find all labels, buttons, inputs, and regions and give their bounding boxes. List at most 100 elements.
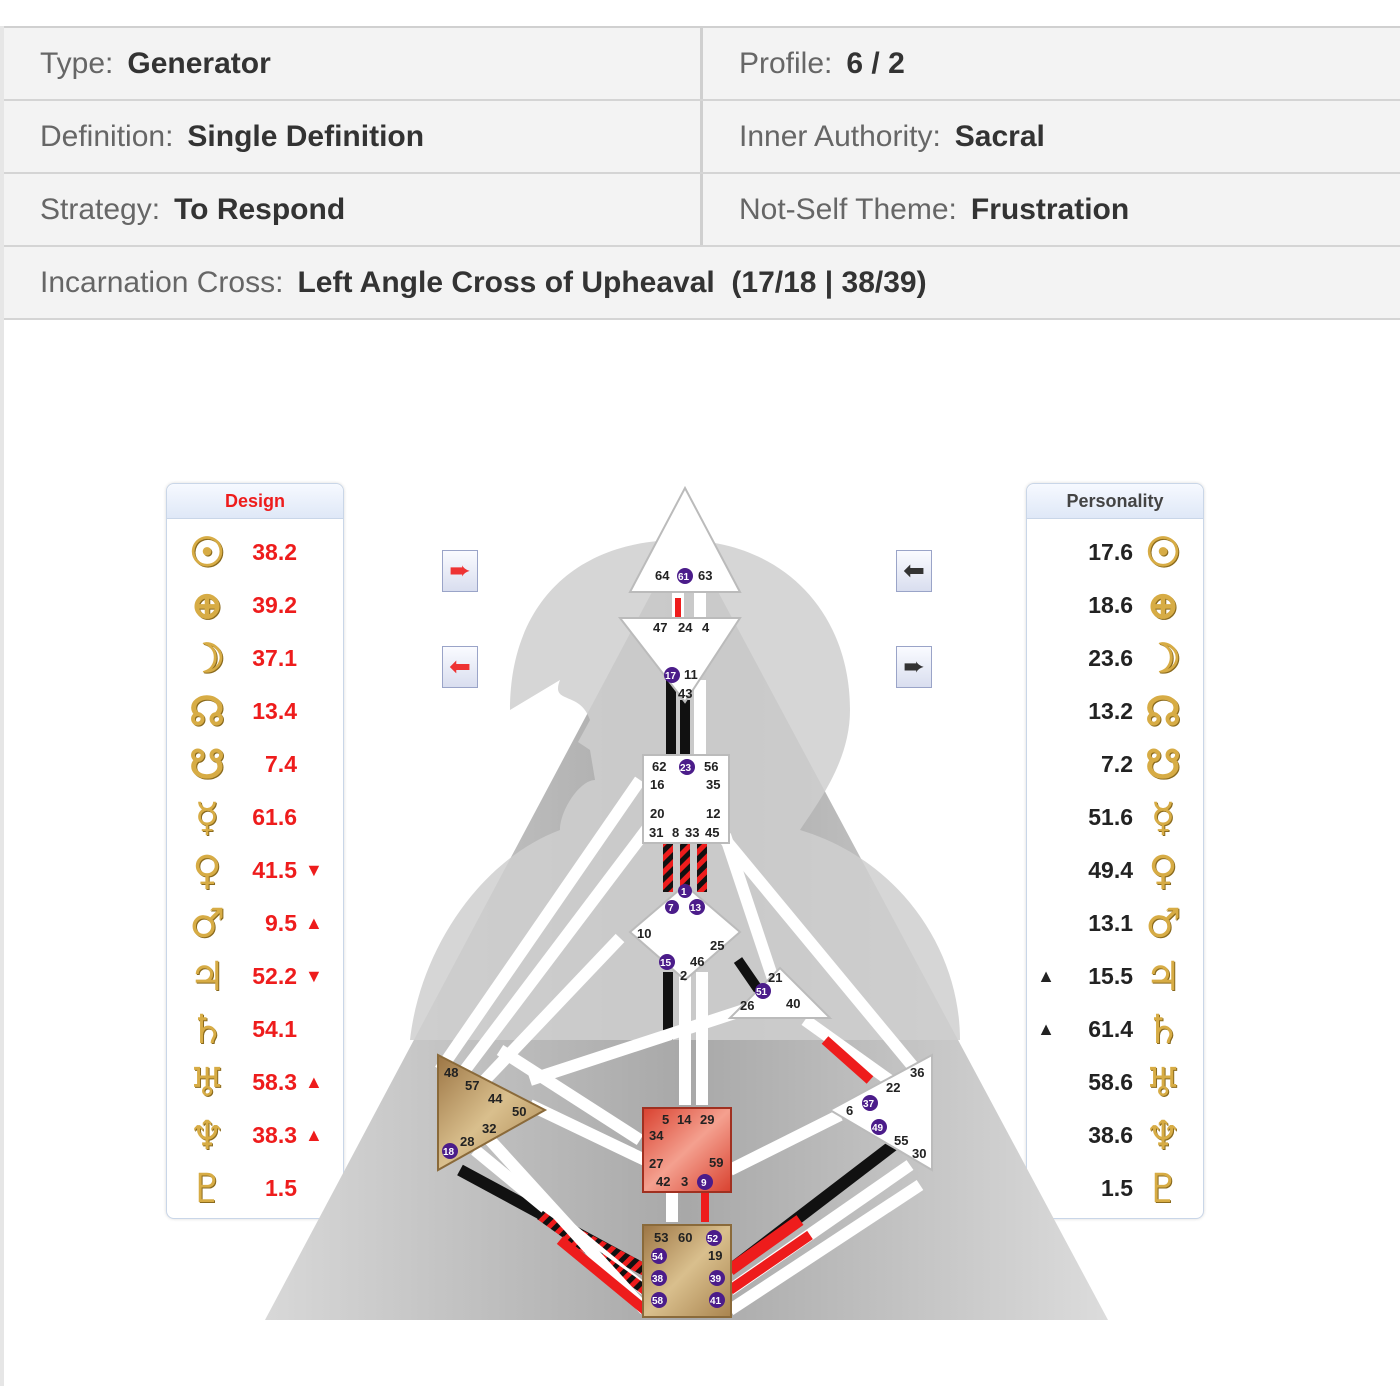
gate-label: 35 (706, 777, 720, 792)
gate-label: 4 (702, 620, 710, 635)
personality-row: 51.6 ☿ (1055, 792, 1185, 842)
gate-label: 18 (443, 1147, 455, 1158)
design-gate-value: 38.3 (252, 1121, 297, 1148)
design-row: ♂9.5▲ (185, 898, 323, 948)
design-gate-value: 9.5 (265, 909, 297, 936)
design-row: ☊13.4 (185, 686, 305, 736)
design-gate-value: 39.2 (252, 591, 297, 618)
authority-cell: Inner Authority: Sacral (703, 101, 1400, 172)
design-panel: Design ☉38.2⊕39.2☽37.1☊13.4☋7.4☿61.6♀41.… (166, 483, 344, 1219)
jupiter-icon: ♃ (189, 952, 225, 1000)
moon-icon: ☽ (1145, 634, 1181, 682)
bodygraph: 64 61 63 47 24 4 17 11 43 62 23 56 16 35… (265, 485, 1108, 1320)
gate-label: 10 (637, 926, 651, 941)
gate-label: 32 (482, 1121, 496, 1136)
gate-label: 54 (652, 1252, 664, 1263)
gate-label: 51 (756, 987, 768, 998)
personality-row: 7.2 ☋ (1055, 739, 1185, 789)
earth-icon: ⊕ (1146, 581, 1180, 629)
design-row: ♀41.5▼ (185, 845, 322, 895)
design-row: ♆38.3▲ (185, 1110, 323, 1160)
authority-value: Sacral (954, 119, 1045, 153)
chart-info-table: Type: Generator Profile: 6 / 2 Definitio… (4, 26, 1400, 320)
pluto-icon: ♇ (1145, 1164, 1181, 1212)
gate-label: 52 (707, 1234, 719, 1245)
gate-label: 36 (910, 1065, 924, 1080)
gate-active-marker (664, 667, 680, 683)
personality-row: 38.6♆ (1055, 1110, 1185, 1160)
personality-panel: Personality 17.6☉18.6⊕23.6☽13.2☊7.2☋51.6… (1026, 483, 1204, 1219)
gate-label: 11 (684, 667, 698, 682)
gate-label: 37 (863, 1099, 875, 1110)
notself-label: Not-Self Theme: (739, 192, 957, 226)
personality-gate-value: 58.6 (1088, 1068, 1133, 1095)
arrow-left-icon: ⬅ (903, 556, 925, 586)
gate-label: 21 (768, 970, 782, 985)
gate-active-marker (665, 900, 679, 914)
personality-gate-value: 7.2 (1101, 750, 1133, 777)
gate-active-marker (755, 983, 771, 999)
south-node-icon: ☋ (1145, 740, 1181, 788)
gate-active-marker (678, 884, 692, 898)
gate-active-marker (651, 1248, 667, 1264)
design-gate-value: 58.3 (252, 1068, 297, 1095)
gate-active-marker (677, 568, 693, 584)
mars-icon: ♂ (189, 899, 225, 947)
info-row-type-profile: Type: Generator Profile: 6 / 2 (4, 28, 1400, 101)
gate-label: 12 (706, 806, 720, 821)
gate-label: 46 (690, 954, 704, 969)
gate-label: 20 (650, 806, 664, 821)
personality-gate-value: 1.5 (1101, 1174, 1133, 1201)
exaltation-icon: ▼ (305, 965, 323, 986)
personality-row: ▲15.5♃ (1037, 951, 1185, 1001)
neptune-icon: ♆ (1145, 1111, 1181, 1159)
personality-gate-value: 51.6 (1088, 803, 1133, 830)
south-node-icon: ☋ (189, 740, 225, 788)
personality-row: 18.6⊕ (1055, 580, 1185, 630)
gate-label: 41 (710, 1296, 722, 1307)
head-center (628, 485, 742, 593)
design-prev-button[interactable]: ⬅ (442, 646, 478, 688)
gate-label: 14 (677, 1112, 692, 1127)
personality-gate-value: 23.6 (1088, 644, 1133, 671)
type-value: Generator (127, 46, 271, 80)
gate-label: 39 (710, 1274, 722, 1285)
gate-label: 44 (488, 1091, 503, 1106)
gate-label: 34 (649, 1128, 664, 1143)
design-gate-value: 1.5 (265, 1174, 297, 1201)
gate-label: 2 (680, 968, 687, 983)
gate-label: 3 (681, 1174, 688, 1189)
personality-gate-value: 49.4 (1088, 856, 1133, 883)
personality-prev-button[interactable]: ⬅ (896, 550, 932, 592)
ajna-center (617, 617, 742, 704)
sun-icon: ☉ (189, 528, 225, 576)
gate-label: 22 (886, 1080, 900, 1095)
personality-next-button[interactable]: ➨ (896, 646, 932, 688)
design-gate-value: 54.1 (252, 1015, 297, 1042)
north-node-icon: ☊ (189, 687, 225, 735)
gate-label: 15 (660, 958, 672, 969)
gate-label: 53 (654, 1230, 668, 1245)
gate-label: 40 (786, 996, 800, 1011)
gate-label: 5 (662, 1112, 669, 1127)
exaltation-icon: ▲ (305, 1071, 323, 1092)
design-next-button[interactable]: ➨ (442, 550, 478, 592)
exaltation-icon: ▲ (1037, 965, 1055, 986)
moon-icon: ☽ (189, 634, 225, 682)
personality-row: 13.2☊ (1055, 686, 1185, 736)
earth-icon: ⊕ (190, 581, 224, 629)
design-gate-value: 37.1 (252, 644, 297, 671)
gate-label: 63 (698, 568, 712, 583)
gate-label: 23 (680, 763, 692, 774)
gate-label: 31 (649, 825, 663, 840)
strategy-label: Strategy: (40, 192, 161, 226)
gate-active-marker (709, 1270, 725, 1286)
mercury-icon: ☿ (1150, 793, 1176, 841)
gate-active-marker (659, 954, 675, 970)
design-gate-value: 38.2 (252, 538, 297, 565)
exaltation-icon: ▲ (1037, 1018, 1055, 1039)
design-panel-title: Design (167, 484, 343, 519)
gate-label: 16 (650, 777, 664, 792)
info-row-definition-authority: Definition: Single Definition Inner Auth… (4, 101, 1400, 174)
gate-label: 24 (678, 620, 693, 635)
